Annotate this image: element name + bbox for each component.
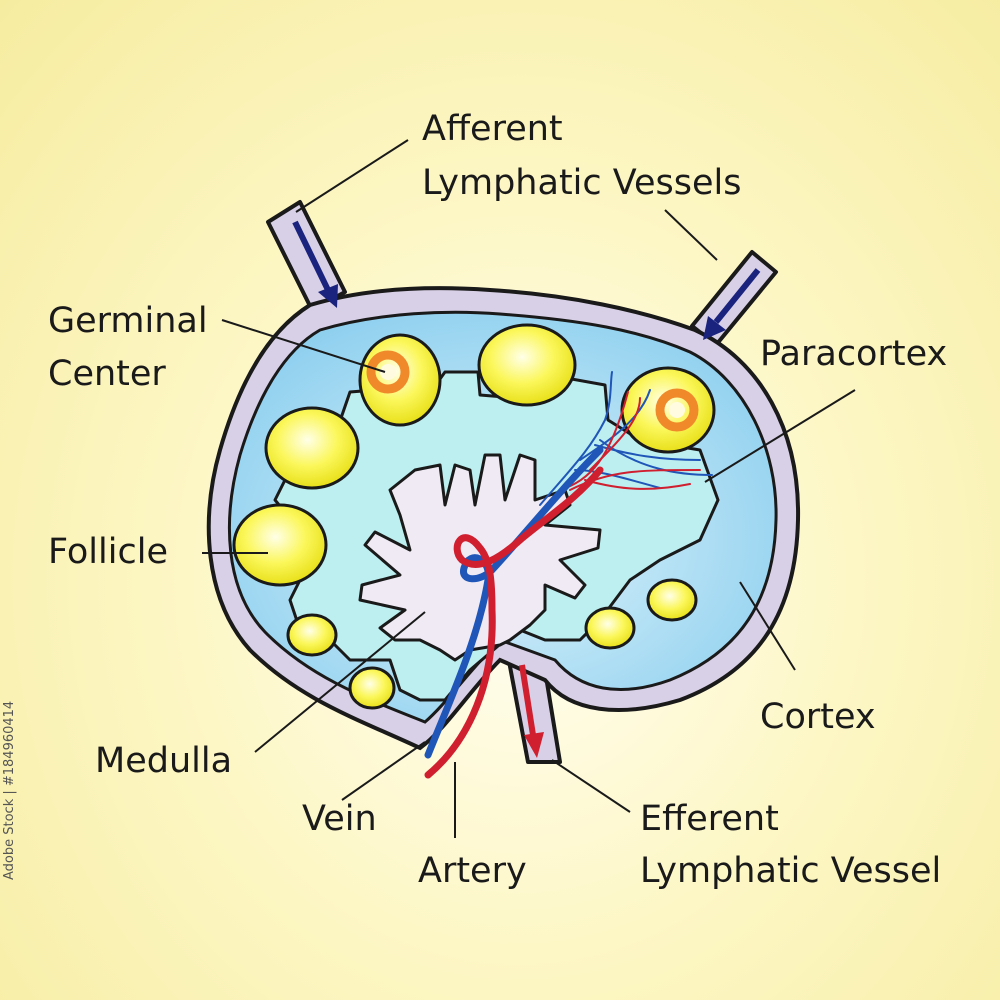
follicle: [646, 578, 698, 622]
label-afferent-line2: Lymphatic Vessels: [422, 163, 742, 203]
germinal-center-1: [366, 350, 410, 394]
label-efferent-line2: Lymphatic Vessel: [640, 851, 942, 891]
label-vein: Vein: [302, 799, 377, 839]
stock-watermark: Adobe Stock | #184960414: [2, 700, 17, 880]
arrow-afferent-left: [292, 220, 338, 308]
label-afferent-line1: Afferent: [422, 109, 563, 149]
label-cortex: Cortex: [760, 697, 876, 737]
label-medulla: Medulla: [95, 741, 233, 781]
arrow-afferent-right: [703, 268, 761, 340]
follicles: [232, 323, 716, 710]
follicle: [232, 503, 328, 587]
label-germinal-line1: Germinal: [48, 301, 208, 341]
label-artery: Artery: [418, 851, 527, 891]
label-germinal-line2: Center: [48, 354, 166, 394]
arrow-efferent: [519, 664, 544, 758]
follicle: [286, 613, 338, 657]
label-follicle: Follicle: [48, 532, 168, 572]
artery: [424, 466, 604, 779]
label-efferent-line1: Efferent: [640, 799, 779, 839]
follicle: [620, 366, 716, 454]
germinal-center-2: [655, 388, 699, 432]
label-paracortex: Paracortex: [760, 334, 948, 374]
follicle: [584, 606, 636, 650]
vein: [424, 446, 604, 759]
leader-lines: [202, 139, 856, 838]
follicle: [348, 666, 396, 710]
follicle: [477, 323, 577, 407]
follicle: [264, 406, 360, 490]
